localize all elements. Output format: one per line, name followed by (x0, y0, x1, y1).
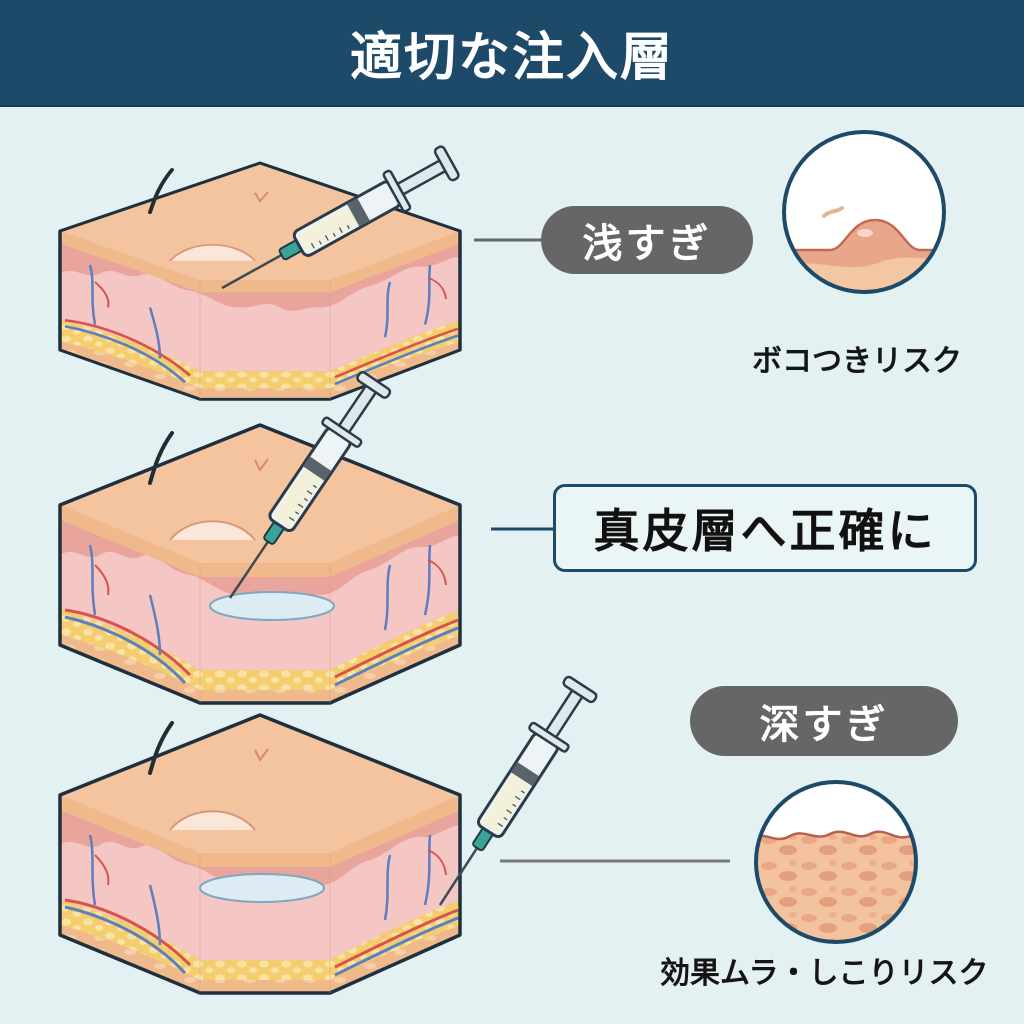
page-title: 適切な注入層 (349, 28, 674, 88)
caption-uneven-lump-risk: 効果ムラ・しこりリスク (660, 956, 989, 991)
caption-bump-risk: ボコつきリスク (752, 344, 962, 379)
skin-bump-icon (782, 130, 946, 294)
skin-lumpy-icon (754, 780, 918, 944)
header-banner: 適切な注入層 (0, 0, 1024, 107)
skin-block-deep (58, 713, 462, 995)
label-too-deep: 深すぎ (690, 686, 958, 756)
filler-deposit-deep (199, 873, 325, 903)
label-too-shallow: 浅すぎ (541, 206, 753, 274)
skin-block-correct (58, 423, 462, 705)
label-correct-dermis: 真皮層へ正確に (553, 484, 977, 572)
filler-deposit-correct (209, 591, 335, 621)
